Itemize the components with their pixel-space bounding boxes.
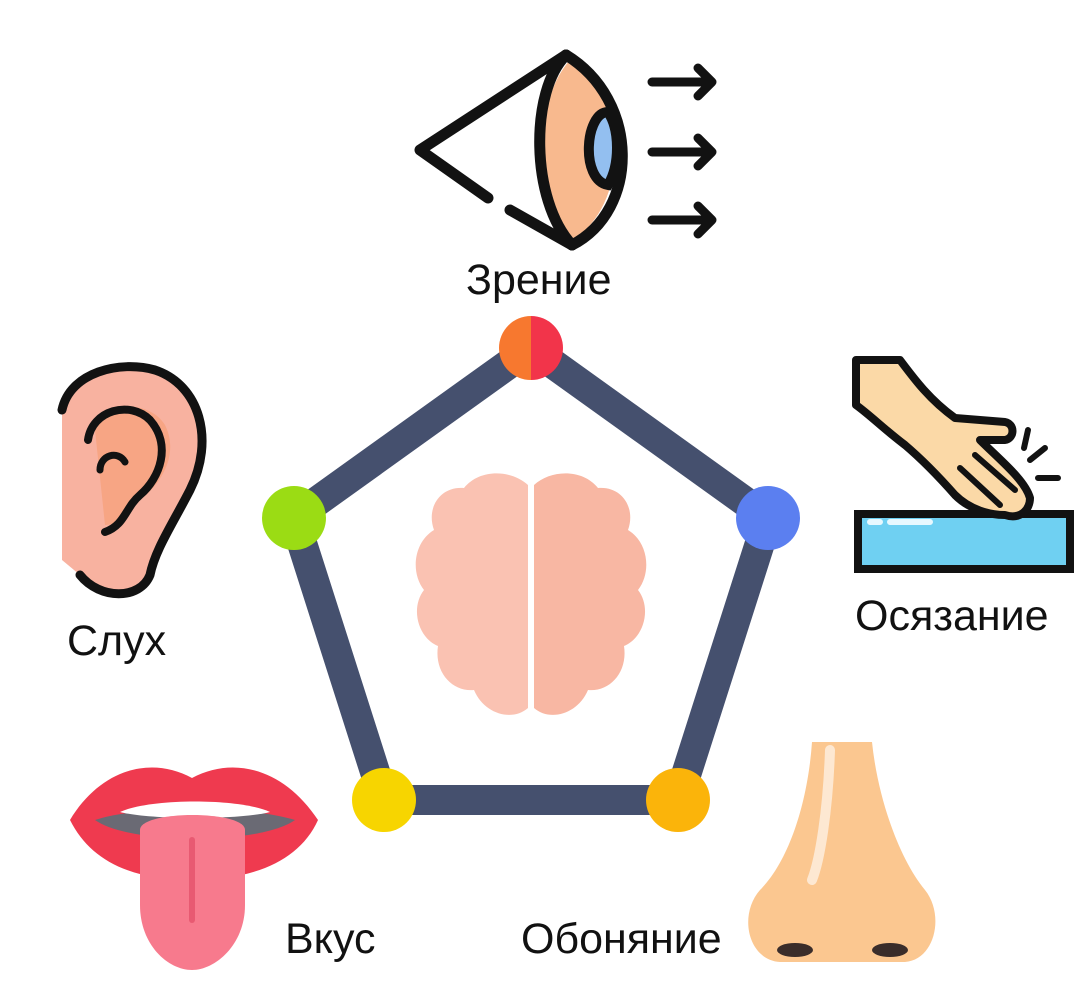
label-taste: Вкус (285, 915, 376, 963)
label-smell: Обоняние (521, 915, 722, 963)
touching-hand-icon (852, 356, 1074, 573)
tongue-icon (70, 767, 318, 970)
node-top (499, 316, 563, 380)
ear-icon (57, 362, 207, 599)
brain-icon (415, 473, 647, 715)
node-bottom-right (646, 768, 710, 832)
eye-icon (414, 49, 628, 251)
node-bottom-left (352, 768, 416, 832)
pentagon-frame (279, 333, 783, 815)
node-left (262, 486, 326, 550)
node-right (736, 486, 800, 550)
label-hearing: Слух (67, 617, 167, 665)
vision-arrows-icon (647, 63, 717, 239)
label-vision: Зрение (466, 256, 612, 304)
label-touch: Осязание (855, 592, 1049, 640)
nose-icon (748, 742, 936, 962)
